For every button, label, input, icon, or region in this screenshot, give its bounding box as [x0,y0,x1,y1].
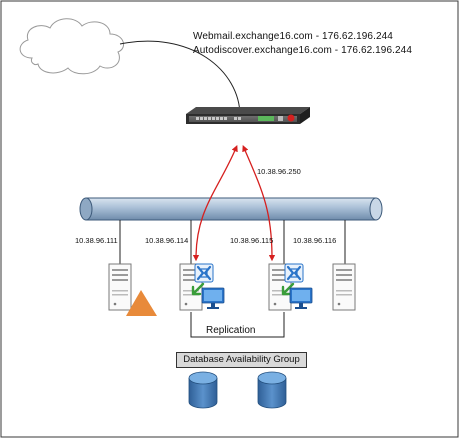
autodiscover-dns-label: Autodiscover.exchange16.com - 176.62.196… [193,45,412,56]
monitor-icon [289,287,313,310]
server-111 [108,263,157,316]
server-115 [268,262,313,311]
webmail-dns-label: Webmail.exchange16.com - 176.62.196.244 [193,31,393,42]
database-icon [188,371,218,409]
network-backbone [79,197,383,221]
internet-link [119,40,241,117]
f5-logo-icon [287,114,295,122]
replication-link [190,312,285,338]
server-116 [332,263,356,311]
server-115-ip-label: 10.38.96.115 [230,236,274,245]
load-balance-arrows [192,145,276,262]
server-111-ip-label: 10.38.96.111 [75,236,118,245]
load-balancer-device [186,107,310,124]
dag-label: Database Availability Group [176,352,307,368]
arrow-to-server-114 [192,145,238,262]
database-icon [257,371,287,409]
server-tower-icon [332,263,356,311]
server-drop-lines [119,220,346,264]
monitor-icon [201,287,225,310]
server-116-ip-label: 10.38.96.116 [293,236,337,245]
exchange-logo-icon [193,262,215,284]
arrow-to-server-115 [242,145,276,262]
warning-triangle-icon [126,290,157,316]
server-114-ip-label: 10.38.96.114 [145,236,189,245]
exchange-logo-icon [283,262,305,284]
server-tower-icon [108,263,132,311]
internet-cloud-icon [19,18,125,75]
replication-label: Replication [204,325,258,336]
vip-address-label: 10.38.96.250 [257,167,301,176]
server-114 [179,262,225,311]
